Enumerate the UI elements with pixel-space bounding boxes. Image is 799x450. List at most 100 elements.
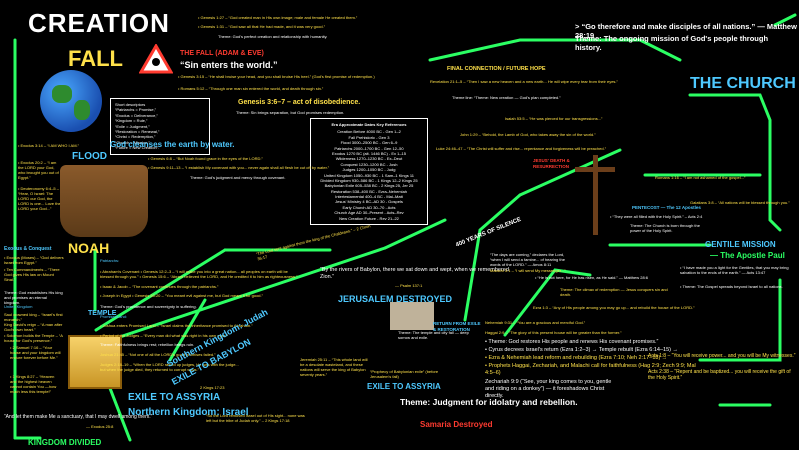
text-acts18: Acts 1:8 – “You will receive power... an…	[648, 353, 796, 359]
text-gen66: • Genesis 6:8 – “But Noah found grace in…	[148, 156, 263, 161]
ruins-illustration	[390, 302, 434, 330]
text-joseph: • Joseph in Egypt • Genesis 50:20 – “You…	[100, 293, 263, 298]
era-item: Babylonian Exile 605–538 BC - 2 Kings 25…	[324, 183, 414, 189]
text-restore1: • Theme: God restores His people and ren…	[485, 339, 659, 345]
title-creation: CREATION	[28, 8, 170, 38]
text-jer-sub: “Prophecy of Babylonian exile” (before J…	[370, 369, 439, 379]
descriptor-item: “Kingdom = Rule,”	[115, 118, 148, 124]
title-flood: FLOOD	[72, 151, 107, 162]
text-acts24: • “They were all filled with the Holy Sp…	[610, 214, 703, 219]
text-sanctuary-ref: — Exodus 25:8	[86, 424, 114, 429]
descriptor-item: “Restoration = Renewal,”	[115, 128, 160, 134]
era-dates-box: Era Approximate Dates Key References Cre…	[310, 118, 428, 226]
era-item: Restoration 538–400 BC - Ezra–Nehemiah	[330, 188, 408, 194]
text-gen-kingdom: Theme: God establishes His king and prom…	[4, 290, 63, 305]
era-item: Patriarchs 2000–1700 BC - Gen 12–50	[334, 145, 404, 151]
era-item: Intertestamental 400–4 BC - Mal–Matt	[335, 194, 403, 200]
era-item: Fall Prehistoric - Gen 3	[348, 134, 390, 140]
text-exodus-item: • Exodus (Moses) – “God delivers Israel …	[4, 255, 64, 265]
title-fall: FALL	[68, 46, 123, 71]
text-climax: Theme: The climax of redemption — Jesus …	[560, 287, 668, 297]
exile-assyria-right: EXILE TO ASSYRIA	[367, 382, 441, 391]
descriptor-item: “Exile = Judgment,”	[115, 123, 150, 129]
flood-caption: God cleanses the earth by water.	[110, 140, 235, 149]
text-judgment-theme: Theme: Judgment for idolatry and rebelli…	[400, 397, 578, 407]
text-kings827: • 1 Kings 8:27 – “Heaven and the highest…	[10, 374, 57, 394]
return-exile-label: RETURN FROM EXILE & RESTORATION	[433, 321, 481, 332]
jesus-death-label: JESUS' DEATH & RESURRECTION	[533, 158, 570, 169]
text-babylon: “By the rivers of Babylon, there we sat …	[320, 267, 509, 280]
text-judges: • Period of the Judges – “Every man did …	[100, 333, 229, 338]
crucifixion-illustration	[575, 155, 615, 235]
exodus-heading: Exodus & Conquest	[4, 246, 52, 252]
text-matt286: • “He is not here, for He has risen, as …	[535, 275, 649, 280]
text-gen911: • Genesis 9:11–13 – “I establish My cove…	[148, 165, 330, 170]
era-item: Exodus 1270 BC (alt. 1446 BC) - Ex 1–15	[331, 150, 407, 156]
descriptors-box: Short descriptors “Patriarchs = Promise,…	[110, 98, 210, 155]
text-joshua2145: Joshua 21:45 – “Not one of all the LORD'…	[100, 352, 216, 357]
apostle-paul-label: — The Apostle Paul	[710, 251, 785, 260]
descriptor-item: “Christ = Redemption,”	[115, 134, 156, 140]
text-future-theme: Theme line: “Theme: New creation — God's…	[452, 95, 561, 100]
text-abraham: • Abraham's Covenant • Genesis 12:2–3 – …	[100, 269, 298, 279]
era-item: United Kingdom 1050–930 BC - 1 Sam–1 Kin…	[324, 172, 414, 178]
text-ruins-theme: Theme: The temple and city fall — deep s…	[398, 330, 469, 340]
samaria-destroyed: Samaria Destroyed	[420, 420, 493, 429]
text-judges218: Judges 2:18–19 – “When the LORD raised u…	[100, 362, 239, 372]
text-gen367: Genesis 3:6–7 – act of disobedience.	[238, 99, 361, 106]
era-item: Divided Kingdom 930–586 BC - 1 Kings 12–…	[320, 177, 418, 183]
text-restore4: • Prophets Haggai, Zechariah, and Malach…	[485, 363, 696, 376]
ark-illustration	[60, 165, 148, 237]
text-flood-theme: Theme: God's judgment and mercy through …	[190, 175, 286, 180]
descriptors-heading: Short descriptors	[115, 102, 146, 107]
text-exodus314: • Exodus 3:14 – “I AM WHO I AM.”	[18, 143, 79, 148]
text-creation-theme: Theme: God's perfect creation and relati…	[218, 34, 328, 39]
text-gentile-theme: • Theme: The Gospel spreads beyond Israe…	[680, 284, 783, 289]
text-rev21: Revelation 21:1–5 – “Then I saw a new he…	[430, 79, 618, 84]
text-gen127: • Genesis 1:27 – “God created man in His…	[198, 15, 358, 20]
title-kingdom-divided: KINGDOM DIVIDED	[28, 438, 102, 447]
text-church-birth: Theme: The Church is born through the po…	[630, 223, 700, 233]
promised-land-label: PromisedLand:	[100, 314, 127, 319]
era-item: Conquest 1230–1200 BC - Josh	[340, 161, 398, 167]
text-rom512: • Romans 5:12 – “Through one man sin ent…	[178, 86, 324, 91]
pentecost-label: PENTECOST — The 12 Apostles	[632, 205, 701, 210]
text-haggai29: Haggai 2:9 – “The glory of this present …	[485, 330, 622, 335]
final-connection-heading: FINAL CONNECTION / FUTURE HOPE	[447, 66, 546, 72]
era-item: Jesus' Ministry 4 BC–AD 30 - Gospels	[335, 199, 403, 205]
descriptor-item: “Church = Mission,”	[115, 139, 150, 145]
era-item: New Creation Future - Rev 21–22	[339, 215, 399, 221]
text-sam716: • 2 Samuel 7:16 – “Your house and your k…	[10, 345, 61, 360]
text-judges-theme: Theme: Faithfulness brings rest; rebelli…	[100, 342, 195, 347]
text-rom116: Romans 1:16 – “I am not ashamed of the g…	[655, 175, 746, 180]
text-church-theme: Theme: The ongoing mission of God's peop…	[575, 34, 769, 52]
descriptor-item: “Future = New Creation”.	[115, 145, 160, 151]
text-matt2819: > “Go therefore and make disciples of al…	[575, 22, 797, 40]
text-zech99: Zechariah 9:9 (“See, your king comes to …	[485, 379, 612, 399]
text-joshua: • Joshua enters Promised Land – “Israel …	[100, 323, 253, 328]
text-john129: John 1:29 – “Behold, the Lamb of God, wh…	[460, 132, 596, 137]
descriptor-item: “Exodus = Deliverance,”	[115, 112, 158, 118]
text-ten-comm: • Ten Commandments – “There God gives Hi…	[4, 267, 60, 282]
text-jer2511: Jeremiah 25:11 – “This whole land will b…	[300, 357, 368, 377]
text-kings1718: “So the Lord removed Israel out of His s…	[206, 413, 305, 423]
era-item: Church Age AD 30–Present - Acts–Rev	[334, 210, 404, 216]
text-gen131: • Genesis 1:31 – “God saw all that He ha…	[198, 24, 326, 29]
patriarchs-label: Patriarchs:	[100, 258, 120, 263]
text-gen367-theme: Theme: Sin brings separation, but God pr…	[236, 110, 345, 115]
text-ezra13: Ezra 1:3 – “Any of His people among you …	[533, 305, 695, 310]
descriptor-item: “Patriarchs = Promise,”	[115, 107, 157, 113]
temple-label: TEMPLE	[88, 310, 117, 317]
ark-of-covenant-illustration	[68, 335, 122, 389]
text-gal38: Galatians 3:8 – “All nations will be ble…	[690, 200, 790, 205]
fall-tagline: “Sin enters the world.”	[180, 60, 278, 70]
era-item: Judges 1200–1050 BC - Judg	[342, 167, 396, 173]
era-item: Flood 3000–2500 BC - Gen 6–9	[340, 140, 398, 146]
text-isaac: • Isaac & Jacob – “The covenant continue…	[100, 284, 219, 289]
text-solomon: • Solomon builds the Temple – “A house f…	[4, 333, 63, 343]
united-kingdom-label: United Kingdom	[4, 304, 33, 309]
text-restore2: • Cyrus decrees Israel's return (Ezra 1:…	[485, 347, 679, 353]
era-item: Early Church AD 30–70 - Acts	[342, 204, 396, 210]
northern-kingdom-label: Northern Kingdom: Israel	[128, 407, 249, 418]
